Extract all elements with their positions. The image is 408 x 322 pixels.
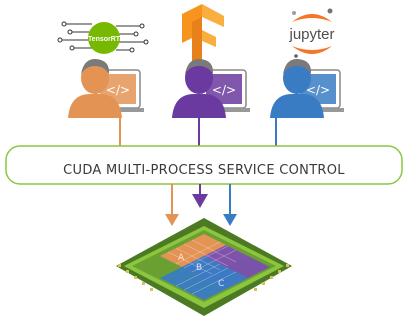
code-icon: </> xyxy=(306,83,330,97)
person-head-icon xyxy=(185,62,213,94)
person-body-icon xyxy=(172,94,226,118)
gpu-label-b: B xyxy=(196,263,202,273)
arrow-down-orange-icon xyxy=(165,184,179,226)
tensorflow-logo xyxy=(182,4,224,66)
jupyter-logo: jupyter xyxy=(288,8,335,58)
person-body-icon xyxy=(68,94,122,118)
code-icon: </> xyxy=(106,83,130,97)
gpu-label-c: C xyxy=(218,279,224,289)
arrow-down-blue-icon xyxy=(223,184,237,226)
mps-control-label: CUDA MULTI-PROCESS SERVICE CONTROL xyxy=(63,163,345,178)
code-icon: </> xyxy=(212,83,236,97)
gpu-label-a: A xyxy=(178,253,185,263)
jupyter-logo-text: jupyter xyxy=(288,26,334,43)
tensorrt-logo-text: TensorRT xyxy=(88,36,121,43)
user-orange: </> xyxy=(68,58,144,118)
gpu-chip-icon: A B C xyxy=(116,218,292,316)
user-blue: </> xyxy=(270,58,344,118)
tensorrt-logo: TensorRT xyxy=(57,21,149,54)
gpu-partition-blue xyxy=(160,256,248,300)
person-head-icon xyxy=(283,62,311,94)
person-head-icon xyxy=(81,62,109,94)
user-purple: </> xyxy=(172,58,250,118)
person-body-icon xyxy=(270,94,324,118)
mps-control-bar xyxy=(5,145,403,185)
arrow-down-purple-icon xyxy=(192,184,208,208)
